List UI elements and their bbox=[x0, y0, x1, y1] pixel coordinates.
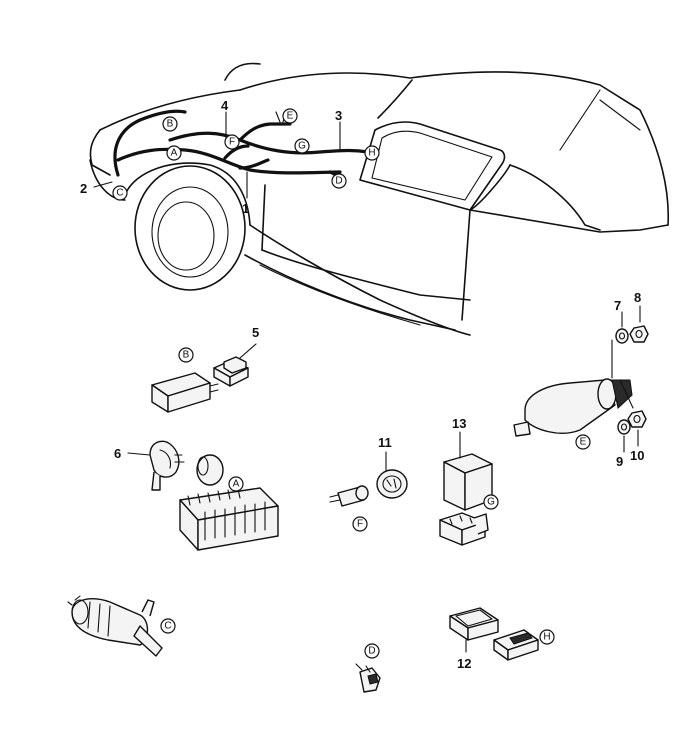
part-number-8: 8 bbox=[634, 290, 641, 305]
harness-connector-h: H bbox=[364, 145, 380, 161]
control-unit-part-12: 12 bbox=[449, 607, 499, 671]
callout-1: 1 bbox=[242, 171, 249, 216]
relay-part-13: 13 bbox=[443, 416, 493, 511]
part-number-1: 1 bbox=[242, 201, 249, 216]
connector-label-f: F bbox=[229, 137, 235, 148]
connector-label-a-part: A bbox=[233, 479, 240, 490]
callout-4: 4 bbox=[221, 98, 229, 139]
connector-label-d: D bbox=[335, 176, 342, 187]
washer-part-9: 9 bbox=[616, 419, 631, 469]
part-number-4: 4 bbox=[221, 98, 229, 113]
connector-label-c: C bbox=[116, 188, 123, 199]
connector-label-d-part: D bbox=[368, 646, 375, 657]
part-number-9: 9 bbox=[616, 454, 623, 469]
relay-base-g: G bbox=[439, 494, 499, 546]
fuse-box-a: A bbox=[179, 476, 279, 551]
callout-3: 3 bbox=[335, 108, 342, 151]
connector-label-g: G bbox=[298, 141, 306, 152]
connector-label-f-part: F bbox=[357, 519, 363, 530]
switch-f: F bbox=[329, 485, 369, 532]
connector-label-h: H bbox=[368, 148, 375, 159]
connector-label-e: E bbox=[287, 111, 294, 122]
part-number-11: 11 bbox=[378, 435, 392, 450]
part-number-7: 7 bbox=[614, 298, 621, 313]
car-body-outline bbox=[89, 62, 670, 336]
connector-label-a: A bbox=[171, 148, 178, 159]
washer-pump-c: C bbox=[67, 595, 176, 657]
bulb-socket-d: D bbox=[355, 643, 381, 693]
connector-label-g-part: G bbox=[487, 497, 495, 508]
relay-part-5: 5 bbox=[213, 325, 259, 387]
part-number-2: 2 bbox=[80, 181, 87, 196]
control-module-b: B bbox=[151, 347, 219, 413]
harness-connector-d: D bbox=[331, 173, 347, 189]
connector-label-b-part: B bbox=[183, 350, 190, 361]
harness-connector-g: G bbox=[294, 138, 310, 154]
connector-label-b: B bbox=[167, 119, 174, 130]
horn-part-6: 6 bbox=[114, 440, 185, 491]
main-wiring-harness bbox=[113, 109, 370, 182]
fuel-pump-e: E bbox=[513, 339, 634, 450]
part-number-5: 5 bbox=[252, 325, 259, 340]
harness-connector-b: B bbox=[162, 116, 178, 132]
part-number-3: 3 bbox=[335, 108, 342, 123]
harness-connector-e: E bbox=[282, 108, 298, 124]
harness-connector-a: A bbox=[166, 145, 182, 161]
part-number-12: 12 bbox=[457, 656, 471, 671]
nut-part-10: 10 bbox=[627, 410, 647, 463]
connector-label-h-part: H bbox=[543, 632, 550, 643]
switch-panel-h: H bbox=[493, 629, 555, 661]
harness-connector-c: C bbox=[112, 185, 128, 201]
socket-part-11: 11 bbox=[376, 435, 408, 499]
washer-part-7: 7 bbox=[614, 298, 629, 344]
flasher-relay bbox=[196, 454, 224, 486]
part-number-6: 6 bbox=[114, 446, 121, 461]
part-number-10: 10 bbox=[630, 448, 644, 463]
connector-label-c-part: C bbox=[164, 621, 171, 632]
harness-connector-f: F bbox=[224, 134, 240, 150]
part-number-13: 13 bbox=[452, 416, 466, 431]
callout-2: 2 bbox=[80, 181, 113, 196]
nut-part-8: 8 bbox=[629, 290, 649, 343]
connector-label-e-part: E bbox=[580, 437, 587, 448]
